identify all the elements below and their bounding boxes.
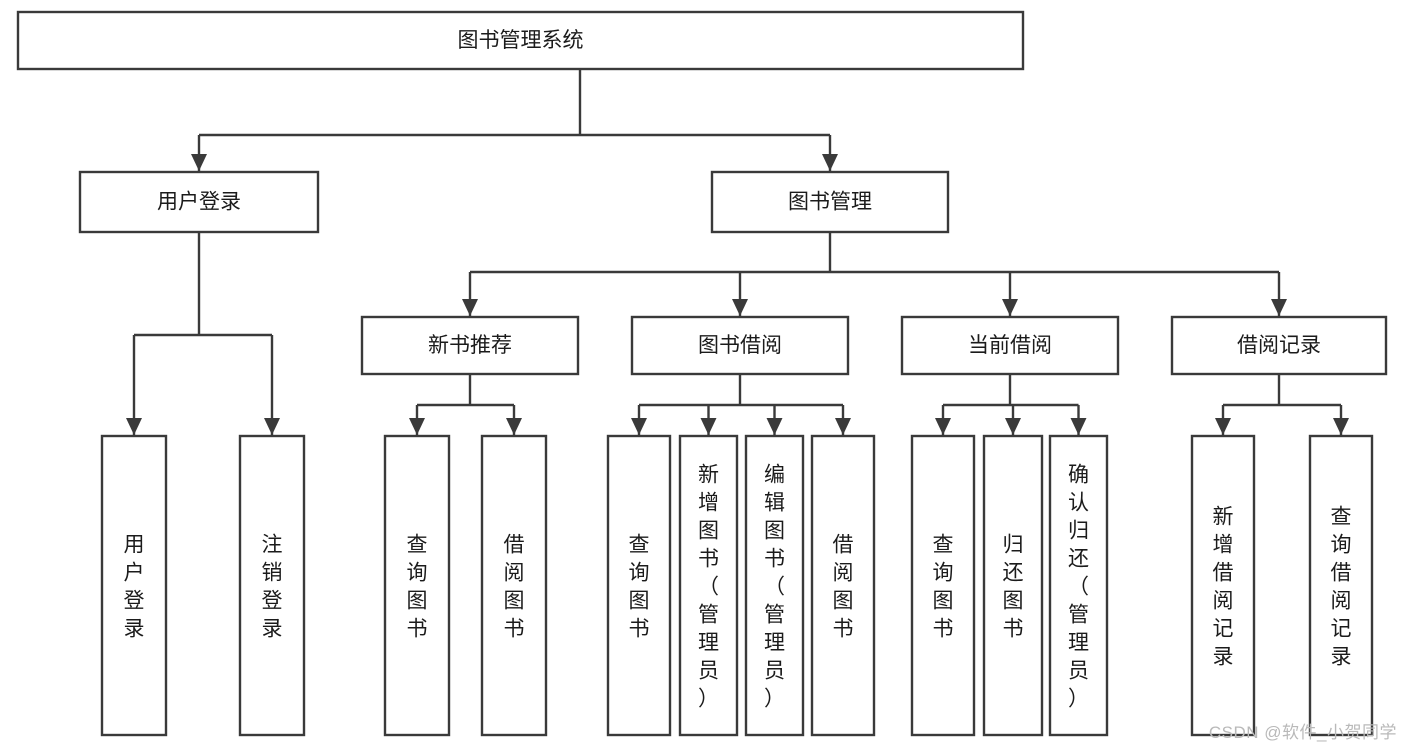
node-box xyxy=(744,434,805,737)
node-label: 新增图书（管理员） xyxy=(698,463,719,710)
node-label: 编辑图书（管理员） xyxy=(764,463,785,710)
node-box xyxy=(630,315,850,376)
node-label: 注销登录 xyxy=(262,533,283,640)
arrow-head-icon xyxy=(631,418,647,435)
node-label: 归还图书 xyxy=(1003,533,1024,640)
node-borrow-record[interactable]: 借阅记录 xyxy=(1170,315,1388,376)
arrow-head-icon xyxy=(191,154,207,171)
node-leaf-borrow-book-1[interactable]: 借阅图书 xyxy=(480,434,548,737)
arrow-head-icon xyxy=(1215,418,1231,435)
node-root[interactable]: 图书管理系统 xyxy=(16,10,1025,71)
arrow-head-icon xyxy=(1271,299,1287,316)
node-label: 借阅记录 xyxy=(1237,334,1321,357)
node-label: 查询图书 xyxy=(933,533,954,640)
node-box xyxy=(810,434,876,737)
node-current-borrow[interactable]: 当前借阅 xyxy=(900,315,1120,376)
arrow-head-icon xyxy=(700,418,717,435)
node-box xyxy=(1308,434,1374,737)
node-leaf-user-login[interactable]: 用户登录 xyxy=(100,434,168,737)
node-box xyxy=(16,10,1025,71)
arrow-head-icon xyxy=(1070,418,1087,435)
arrow-head-icon xyxy=(462,299,478,316)
node-leaf-return-book[interactable]: 归还图书 xyxy=(982,434,1044,737)
node-label: 新增借阅记录 xyxy=(1213,505,1234,668)
arrow-head-icon xyxy=(732,299,748,316)
node-box xyxy=(1170,315,1388,376)
node-box xyxy=(238,434,306,737)
node-leaf-logout[interactable]: 注销登录 xyxy=(238,434,306,737)
node-label: 图书借阅 xyxy=(698,334,782,357)
arrow-head-icon xyxy=(1002,299,1018,316)
node-new-book-recommend[interactable]: 新书推荐 xyxy=(360,315,580,376)
watermark-text: CSDN @软件_小贺同学 xyxy=(1208,723,1397,742)
node-box xyxy=(900,315,1120,376)
node-box xyxy=(100,434,168,737)
node-box xyxy=(710,170,950,234)
node-label: 借阅图书 xyxy=(833,533,854,640)
node-label: 查询图书 xyxy=(629,533,650,640)
node-label: 查询图书 xyxy=(407,533,428,640)
node-label: 用户登录 xyxy=(124,533,145,640)
node-label: 确认归还（管理员） xyxy=(1068,463,1089,710)
node-leaf-query-book-1[interactable]: 查询图书 xyxy=(383,434,451,737)
node-book-borrow[interactable]: 图书借阅 xyxy=(630,315,850,376)
node-leaf-add-book[interactable]: 新增图书（管理员） xyxy=(678,434,739,737)
node-box xyxy=(1190,434,1256,737)
node-book-manage[interactable]: 图书管理 xyxy=(710,170,950,234)
node-box xyxy=(360,315,580,376)
arrow-head-icon xyxy=(1333,418,1349,435)
node-label: 图书管理 xyxy=(788,191,872,214)
node-leaf-add-record[interactable]: 新增借阅记录 xyxy=(1190,434,1256,737)
arrow-head-icon xyxy=(409,418,425,435)
node-leaf-query-book-3[interactable]: 查询图书 xyxy=(910,434,976,737)
arrow-head-icon xyxy=(126,418,142,435)
arrow-head-icon xyxy=(766,418,783,435)
node-leaf-borrow-book-2[interactable]: 借阅图书 xyxy=(810,434,876,737)
node-box xyxy=(678,434,739,737)
node-box xyxy=(1048,434,1109,737)
node-label: 图书管理系统 xyxy=(458,29,584,52)
node-box xyxy=(78,170,320,234)
node-box xyxy=(606,434,672,737)
arrow-head-icon xyxy=(835,418,851,435)
node-box xyxy=(383,434,451,737)
node-label: 查询借阅记录 xyxy=(1331,505,1352,668)
node-label: 用户登录 xyxy=(157,191,241,214)
arrow-head-icon xyxy=(935,418,951,435)
node-box xyxy=(910,434,976,737)
node-label: 新书推荐 xyxy=(428,334,512,357)
node-leaf-query-book-2[interactable]: 查询图书 xyxy=(606,434,672,737)
arrow-head-icon xyxy=(506,418,522,435)
node-box xyxy=(982,434,1044,737)
node-label: 借阅图书 xyxy=(504,533,525,640)
arrow-head-icon xyxy=(1005,418,1021,435)
arrow-head-icon xyxy=(264,418,280,435)
node-box xyxy=(480,434,548,737)
node-leaf-edit-book[interactable]: 编辑图书（管理员） xyxy=(744,434,805,737)
node-user-login[interactable]: 用户登录 xyxy=(78,170,320,234)
node-layer: 图书管理系统用户登录图书管理新书推荐图书借阅当前借阅借阅记录用户登录注销登录查询… xyxy=(16,10,1388,737)
node-label: 当前借阅 xyxy=(968,334,1052,357)
node-leaf-query-record[interactable]: 查询借阅记录 xyxy=(1308,434,1374,737)
arrow-head-icon xyxy=(822,154,838,171)
connector-layer xyxy=(126,69,1349,435)
node-leaf-confirm-return[interactable]: 确认归还（管理员） xyxy=(1048,434,1109,737)
